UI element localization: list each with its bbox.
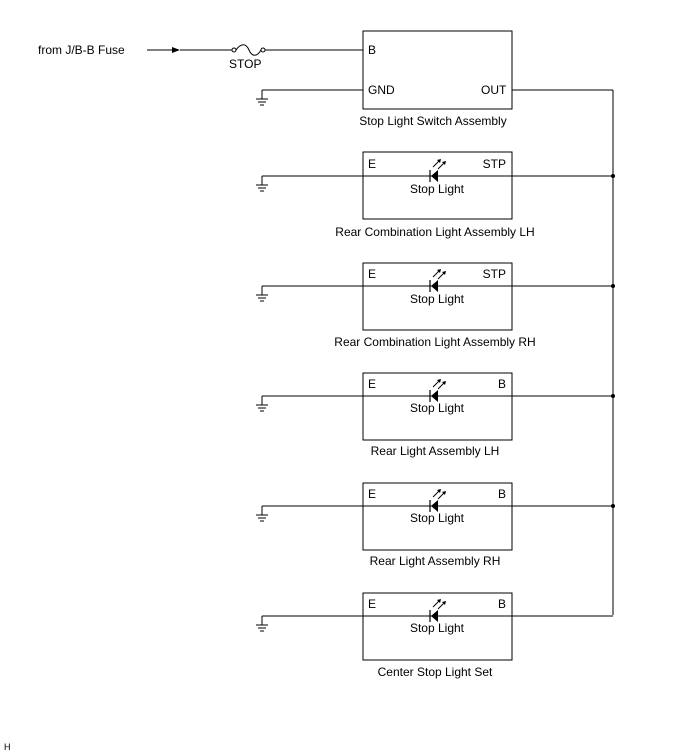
junction-dot xyxy=(611,174,615,178)
stop-light-label: Stop Light xyxy=(410,182,465,196)
ground-icon xyxy=(255,89,269,106)
light-assembly-box xyxy=(362,482,513,551)
left-pin-label: E xyxy=(368,487,376,501)
stop-light-label: Stop Light xyxy=(410,401,465,415)
led-icon xyxy=(429,269,446,292)
led-icon xyxy=(429,599,446,622)
assembly-name: Rear Light Assembly RH xyxy=(370,554,501,568)
switch-box xyxy=(362,30,513,110)
left-pin-label: E xyxy=(368,597,376,611)
assembly-name: Center Stop Light Set xyxy=(378,665,493,679)
light-assembly-box xyxy=(362,592,513,661)
ground-icon xyxy=(255,615,269,632)
assembly-name: Rear Combination Light Assembly RH xyxy=(334,335,535,349)
right-pin-label: B xyxy=(498,377,506,391)
led-icon xyxy=(429,489,446,512)
arrow-right-icon xyxy=(172,47,180,53)
left-pin-label: E xyxy=(368,267,376,281)
left-pin-label: E xyxy=(368,377,376,391)
switch-name: Stop Light Switch Assembly xyxy=(359,114,506,128)
left-pin-label: E xyxy=(368,157,376,171)
right-pin-label: STP xyxy=(483,267,506,281)
fuse-icon xyxy=(231,44,266,56)
switch-pin-gnd: GND xyxy=(368,83,395,97)
junction-dot xyxy=(611,284,615,288)
switch-pin-b: B xyxy=(368,43,376,57)
right-pin-label: B xyxy=(498,487,506,501)
fuse-label: STOP xyxy=(229,57,261,71)
stop-light-label: Stop Light xyxy=(410,292,465,306)
assembly-name: Rear Combination Light Assembly LH xyxy=(335,225,534,239)
ground-icon xyxy=(255,285,269,302)
right-pin-label: B xyxy=(498,597,506,611)
led-icon xyxy=(429,159,446,182)
stop-light-label: Stop Light xyxy=(410,511,465,525)
junction-dot xyxy=(611,504,615,508)
right-pin-label: STP xyxy=(483,157,506,171)
switch-pin-out: OUT xyxy=(481,83,507,97)
source-label: from J/B-B Fuse xyxy=(38,43,125,57)
light-assembly-box xyxy=(362,372,513,441)
junction-dot xyxy=(611,394,615,398)
assembly-name: Rear Light Assembly LH xyxy=(371,444,500,458)
light-assembly-box xyxy=(362,262,513,331)
corner-mark: H xyxy=(4,742,11,752)
ground-icon xyxy=(255,505,269,522)
led-icon xyxy=(429,379,446,402)
ground-icon xyxy=(255,395,269,412)
stop-light-label: Stop Light xyxy=(410,621,465,635)
ground-icon xyxy=(255,175,269,192)
